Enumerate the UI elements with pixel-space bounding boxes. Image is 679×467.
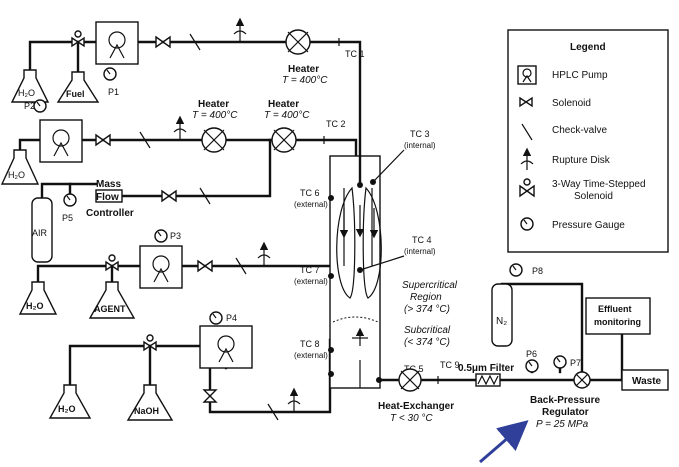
svg-text:Back-Pressure: Back-Pressure bbox=[530, 395, 600, 406]
svg-text:monitoring: monitoring bbox=[594, 317, 641, 327]
svg-text:(external): (external) bbox=[294, 277, 328, 286]
svg-text:AGENT: AGENT bbox=[94, 304, 126, 314]
svg-text:T = 400°C: T = 400°C bbox=[264, 110, 310, 121]
svg-text:NaOH: NaOH bbox=[134, 406, 159, 416]
flask-h2o-4: H₂O bbox=[48, 384, 92, 419]
legend-solenoid-icon bbox=[519, 96, 533, 108]
svg-text:HPLC Pump: HPLC Pump bbox=[552, 70, 608, 81]
svg-text:P6: P6 bbox=[526, 349, 537, 359]
legend-check-valve-icon bbox=[521, 123, 533, 141]
svg-text:H₂O: H₂O bbox=[26, 301, 44, 311]
svg-text:TC 1: TC 1 bbox=[345, 49, 365, 59]
svg-text:Region: Region bbox=[410, 292, 442, 303]
svg-text:T = 400°C: T = 400°C bbox=[192, 110, 238, 121]
svg-text:P1: P1 bbox=[108, 87, 119, 97]
effluent-monitoring-box: Effluent monitoring bbox=[585, 297, 651, 335]
svg-text:TC 4: TC 4 bbox=[412, 235, 432, 245]
gauge-p5: P5 bbox=[62, 193, 77, 223]
svg-text:Mass: Mass bbox=[96, 179, 121, 190]
heater-b: Heater T = 400°C bbox=[264, 99, 310, 153]
svg-text:Rupture Disk: Rupture Disk bbox=[552, 155, 611, 166]
flask-agent: AGENT bbox=[88, 281, 136, 319]
svg-text:(internal): (internal) bbox=[404, 247, 436, 256]
svg-text:P5: P5 bbox=[62, 213, 73, 223]
pump-p4: P4 bbox=[199, 311, 253, 369]
svg-text:TC 2: TC 2 bbox=[326, 119, 346, 129]
svg-text:Legend: Legend bbox=[570, 42, 606, 53]
flask-fuel: Fuel bbox=[56, 71, 100, 103]
svg-text:Fuel: Fuel bbox=[66, 89, 85, 99]
svg-text:P7: P7 bbox=[570, 358, 581, 368]
svg-text:P4: P4 bbox=[226, 313, 237, 323]
svg-text:(external): (external) bbox=[294, 351, 328, 360]
svg-text:(internal): (internal) bbox=[404, 141, 436, 150]
valves bbox=[71, 17, 439, 421]
legend-three-way-solenoid-icon bbox=[519, 184, 535, 198]
svg-text:Subcritical: Subcritical bbox=[404, 325, 451, 336]
svg-text:Pressure Gauge: Pressure Gauge bbox=[552, 220, 625, 231]
svg-text:Waste: Waste bbox=[632, 376, 662, 387]
svg-text:0.5μm Filter: 0.5μm Filter bbox=[458, 363, 514, 374]
svg-text:Check-valve: Check-valve bbox=[552, 125, 607, 136]
flask-h2o-2: H₂O bbox=[0, 149, 40, 185]
svg-text:(< 374 °C): (< 374 °C) bbox=[404, 337, 450, 348]
svg-text:P2: P2 bbox=[24, 101, 35, 111]
svg-text:Solenoid: Solenoid bbox=[574, 191, 613, 202]
reactor-zone-labels: Supercritical Region (> 374 °C) Subcriti… bbox=[402, 280, 458, 348]
heater-top: Heater T = 400°C bbox=[282, 29, 328, 86]
heater-a: Heater T = 400°C bbox=[192, 99, 238, 153]
svg-text:TC 3: TC 3 bbox=[410, 129, 430, 139]
air-cylinder: AIR bbox=[31, 197, 53, 263]
annotation-arrow bbox=[479, 420, 529, 464]
svg-text:Supercritical: Supercritical bbox=[402, 280, 458, 291]
flask-naoh: NaOH bbox=[126, 384, 174, 421]
svg-text:Effluent: Effluent bbox=[598, 304, 632, 314]
pump-p3: P3 bbox=[139, 229, 183, 289]
flask-h2o-3: H₂O bbox=[18, 281, 58, 315]
svg-text:TC 9: TC 9 bbox=[440, 360, 460, 370]
svg-text:H₂O: H₂O bbox=[8, 170, 25, 180]
svg-text:P = 25 MPa: P = 25 MPa bbox=[536, 419, 589, 430]
svg-text:N₂: N₂ bbox=[496, 316, 507, 327]
legend: Legend HPLC Pump Solenoid Check-valve Ru… bbox=[507, 29, 669, 253]
svg-text:TC 8: TC 8 bbox=[300, 339, 320, 349]
svg-text:Heater: Heater bbox=[268, 99, 299, 110]
svg-text:(external): (external) bbox=[294, 200, 328, 209]
svg-text:Flow: Flow bbox=[96, 192, 119, 203]
svg-text:T < 30 °C: T < 30 °C bbox=[390, 413, 433, 424]
back-pressure-regulator: Back-Pressure Regulator P = 25 MPa bbox=[530, 371, 600, 430]
heat-exchanger: Heat-Exchanger T < 30 °C bbox=[378, 368, 454, 424]
filter: 0.5μm Filter bbox=[458, 363, 514, 387]
gauge-p8: P8 bbox=[509, 263, 543, 277]
mass-flow-controller: Mass Flow Controller bbox=[86, 179, 134, 219]
svg-text:P3: P3 bbox=[170, 231, 181, 241]
svg-text:P8: P8 bbox=[532, 266, 543, 276]
svg-text:H₂O: H₂O bbox=[18, 88, 35, 98]
svg-text:Heater: Heater bbox=[198, 99, 229, 110]
svg-text:Controller: Controller bbox=[86, 208, 134, 219]
pump-p2: P2 bbox=[24, 99, 83, 163]
n2-cylinder: N₂ bbox=[491, 283, 513, 347]
svg-text:Solenoid: Solenoid bbox=[552, 98, 591, 109]
pump-p1: P1 bbox=[95, 21, 139, 97]
reactor-vessel bbox=[328, 154, 382, 389]
svg-text:TC 7: TC 7 bbox=[300, 265, 320, 275]
svg-text:TC 6: TC 6 bbox=[300, 188, 320, 198]
svg-text:Regulator: Regulator bbox=[542, 407, 589, 418]
flask-h2o-1: H₂O bbox=[10, 69, 50, 103]
svg-text:T = 400°C: T = 400°C bbox=[282, 75, 328, 86]
svg-text:3-Way Time-Stepped: 3-Way Time-Stepped bbox=[552, 179, 646, 190]
gauge-p7: P7 bbox=[553, 355, 581, 369]
svg-text:H₂O: H₂O bbox=[58, 404, 76, 414]
svg-text:AIR: AIR bbox=[32, 228, 48, 238]
svg-text:(> 374 °C): (> 374 °C) bbox=[404, 304, 450, 315]
waste-box: Waste bbox=[621, 369, 669, 391]
gauge-p6: P6 bbox=[525, 349, 539, 373]
thermocouple-labels: TC 1 TC 2 TC 3 (internal) TC 4 (internal… bbox=[294, 49, 460, 374]
svg-text:Heat-Exchanger: Heat-Exchanger bbox=[378, 401, 454, 412]
svg-text:Heater: Heater bbox=[288, 64, 319, 75]
